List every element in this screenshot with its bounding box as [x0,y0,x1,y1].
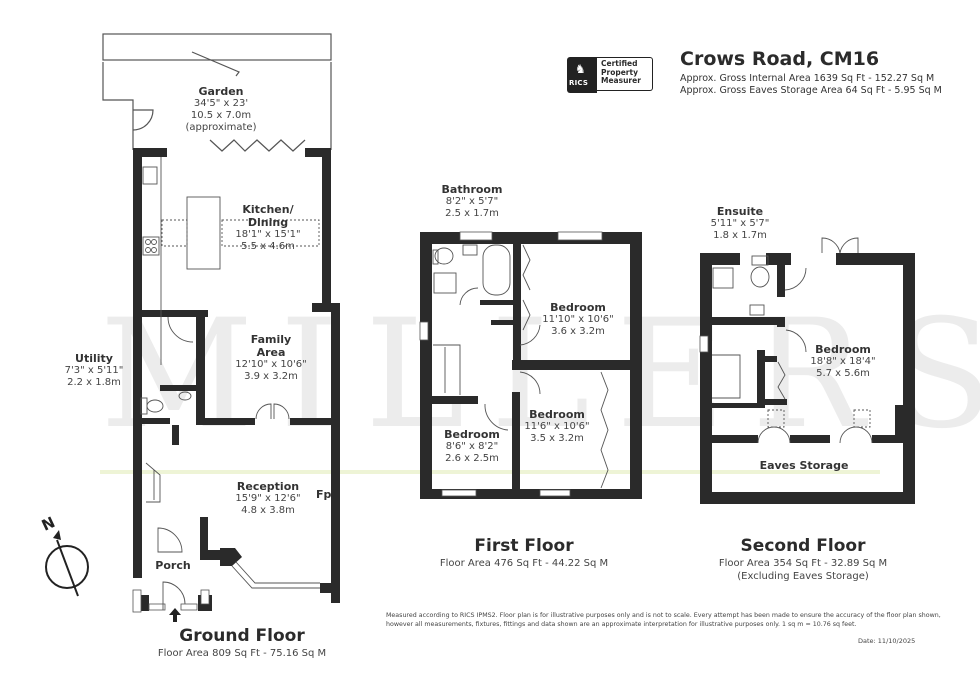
plan-date: Date: 11/10/2025 [858,637,916,645]
rics-logo: ♞ RICS [567,57,597,93]
room-utility: Utility 7'3" x 5'11" 2.2 x 1.8m [64,352,124,389]
rics-certified-badge: ♞ RICS Certified Property Measurer [567,57,655,93]
lion-emblem-icon: ♞ [575,62,586,76]
room-kitchen-dining: Kitchen/ Dining 18'1" x 15'1" 5.5 x 4.6m [235,203,301,253]
second-floor-title: Second Floor Floor Area 354 Sq Ft - 32.8… [718,536,888,583]
room-eaves-storage: Eaves Storage [759,459,849,472]
fireplace-label: Fp [316,488,332,501]
room-master-bedroom: Bedroom 18'8" x 18'4" 5.7 x 5.6m [810,343,876,380]
room-porch: Porch [155,559,191,572]
room-bathroom: Bathroom 8'2" x 5'7" 2.5 x 1.7m [441,183,503,220]
room-bedroom-rear: Bedroom 11'10" x 10'6" 3.6 x 3.2m [542,301,614,338]
property-title: Crows Road, CM16 [680,48,880,70]
guide-line [100,470,880,474]
millers-watermark: MILLERS [100,288,980,462]
room-reception: Reception 15'9" x 12'6" 4.8 x 3.8m [235,480,301,517]
room-bedroom-front: Bedroom 11'6" x 10'6" 3.5 x 3.2m [524,408,590,445]
room-garden: Garden 34'5" x 23' 10.5 x 7.0m (approxim… [185,85,257,134]
ground-floor-title: Ground Floor Floor Area 809 Sq Ft - 75.1… [157,626,327,660]
rics-badge-text: Certified Property Measurer [597,57,653,91]
gross-eaves-area: Approx. Gross Eaves Storage Area 64 Sq F… [680,85,942,96]
disclaimer-text: Measured according to RICS IPMS2. Floor … [386,612,941,628]
room-ensuite: Ensuite 5'11" x 5'7" 1.8 x 1.7m [710,205,770,242]
first-floor-title: First Floor Floor Area 476 Sq Ft - 44.22… [439,536,609,570]
room-bedroom-small: Bedroom 8'6" x 8'2" 2.6 x 2.5m [444,428,500,465]
room-family-area: Family Area 12'10" x 10'6" 3.9 x 3.2m [235,333,307,383]
gross-internal-area: Approx. Gross Internal Area 1639 Sq Ft -… [680,73,935,84]
